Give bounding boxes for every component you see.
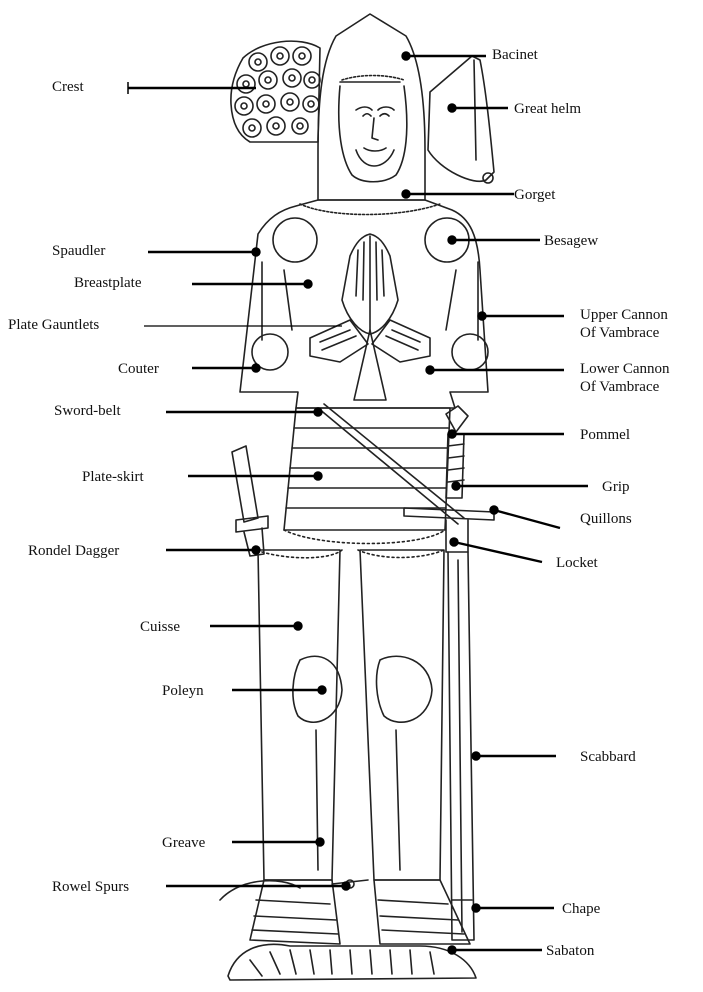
label-lower-cannon: Lower Cannon Of Vambrace (580, 360, 670, 396)
label-locket: Locket (556, 554, 598, 572)
label-upper-cannon-line1: Upper Cannon (580, 306, 668, 324)
label-rowel-spurs: Rowel Spurs (52, 878, 129, 896)
label-greave: Greave (162, 834, 205, 852)
label-plate-skirt: Plate-skirt (82, 468, 144, 486)
label-spaudler: Spaudler (52, 242, 105, 260)
label-poleyn: Poleyn (162, 682, 204, 700)
legs (258, 550, 444, 880)
crest-curls (231, 41, 320, 142)
rondel-dagger (232, 446, 268, 556)
label-sword-belt: Sword-belt (54, 402, 121, 420)
label-upper-cannon: Upper Cannon Of Vambrace (580, 306, 668, 342)
label-great-helm: Great helm (514, 100, 581, 118)
plate-skirt-hoops (284, 404, 464, 544)
label-chape: Chape (562, 900, 600, 918)
label-upper-cannon-line2: Of Vambrace (580, 324, 668, 342)
label-cuisse: Cuisse (140, 618, 180, 636)
label-besagew: Besagew (544, 232, 598, 250)
label-plate-gauntlets: Plate Gauntlets (8, 316, 99, 334)
label-bacinet: Bacinet (492, 46, 538, 64)
label-lower-cannon-line1: Lower Cannon (580, 360, 670, 378)
label-pommel: Pommel (580, 426, 630, 444)
great-helm-outline (428, 56, 494, 183)
label-rondel-dagger: Rondel Dagger (28, 542, 119, 560)
label-grip: Grip (602, 478, 630, 496)
label-breastplate: Breastplate (74, 274, 141, 292)
label-couter: Couter (118, 360, 159, 378)
bacinet-helm (318, 14, 425, 200)
label-sabaton: Sabaton (546, 942, 594, 960)
torso-armour (240, 200, 488, 408)
label-lower-cannon-line2: Of Vambrace (580, 378, 670, 396)
label-quillons: Quillons (580, 510, 632, 528)
feet-and-base (220, 880, 476, 980)
label-gorget: Gorget (514, 186, 555, 204)
label-scabbard: Scabbard (580, 748, 636, 766)
label-crest: Crest (52, 78, 84, 96)
